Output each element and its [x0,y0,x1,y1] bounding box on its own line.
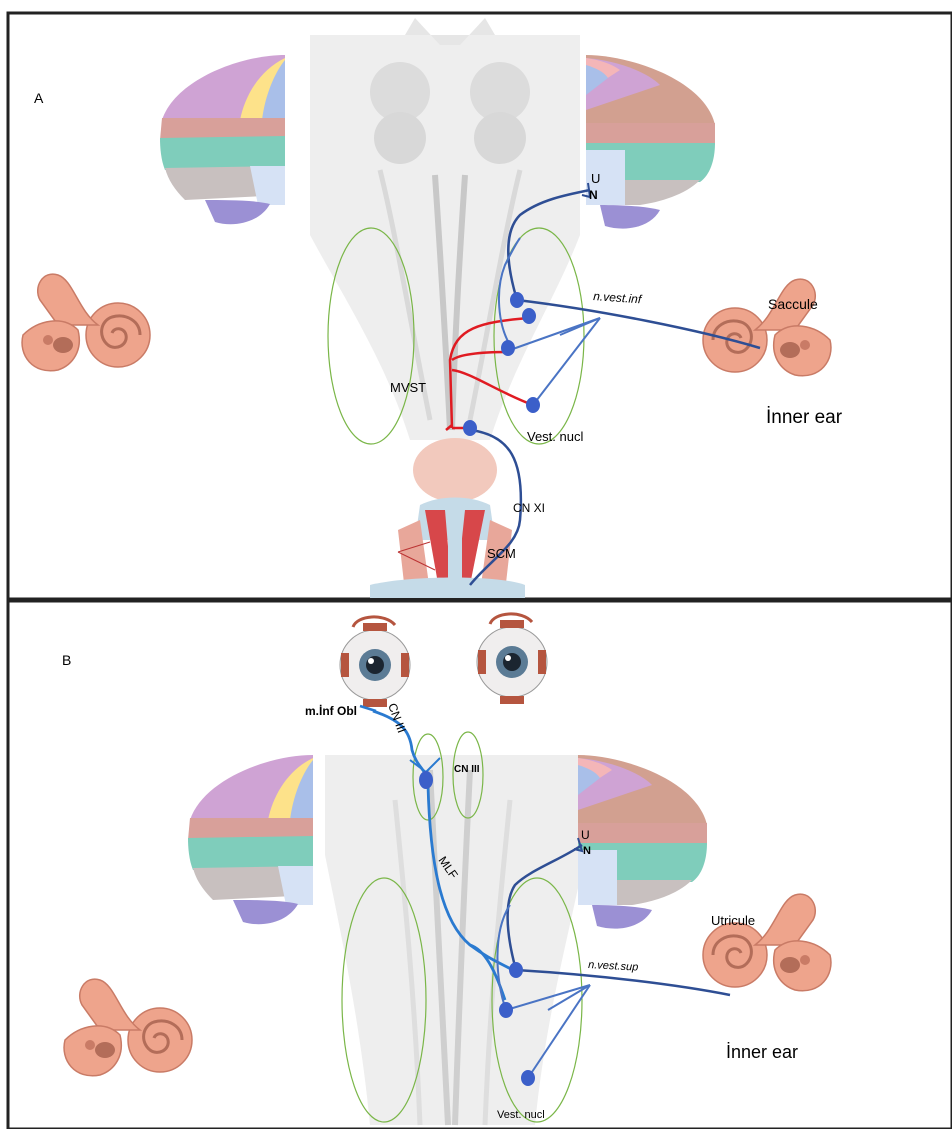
label-vest-nucl-a: Vest. nucl [527,429,583,444]
label-u-a: U [591,171,600,186]
label-utricule: Utricule [711,913,755,928]
label-n-a: N [589,188,598,202]
panel-b-letter: B [62,652,71,668]
label-cn-xi: CN XI [513,501,545,515]
label-cn3-nucleus: CN III [454,764,480,775]
panel-a-letter: A [34,90,44,106]
label-n-b: N [583,845,591,857]
label-mvst: MVST [390,380,426,395]
label-inner-ear-b: İnner ear [726,1042,798,1062]
label-m-inf-obl: m.İnf Obl [305,703,357,718]
label-saccule: Saccule [768,296,818,312]
label-u-b: U [581,828,590,842]
label-vest-nucl-b: Vest. nucl [497,1109,545,1121]
label-inner-ear-a: İnner ear [766,407,843,428]
label-scm: SCM [487,546,516,561]
